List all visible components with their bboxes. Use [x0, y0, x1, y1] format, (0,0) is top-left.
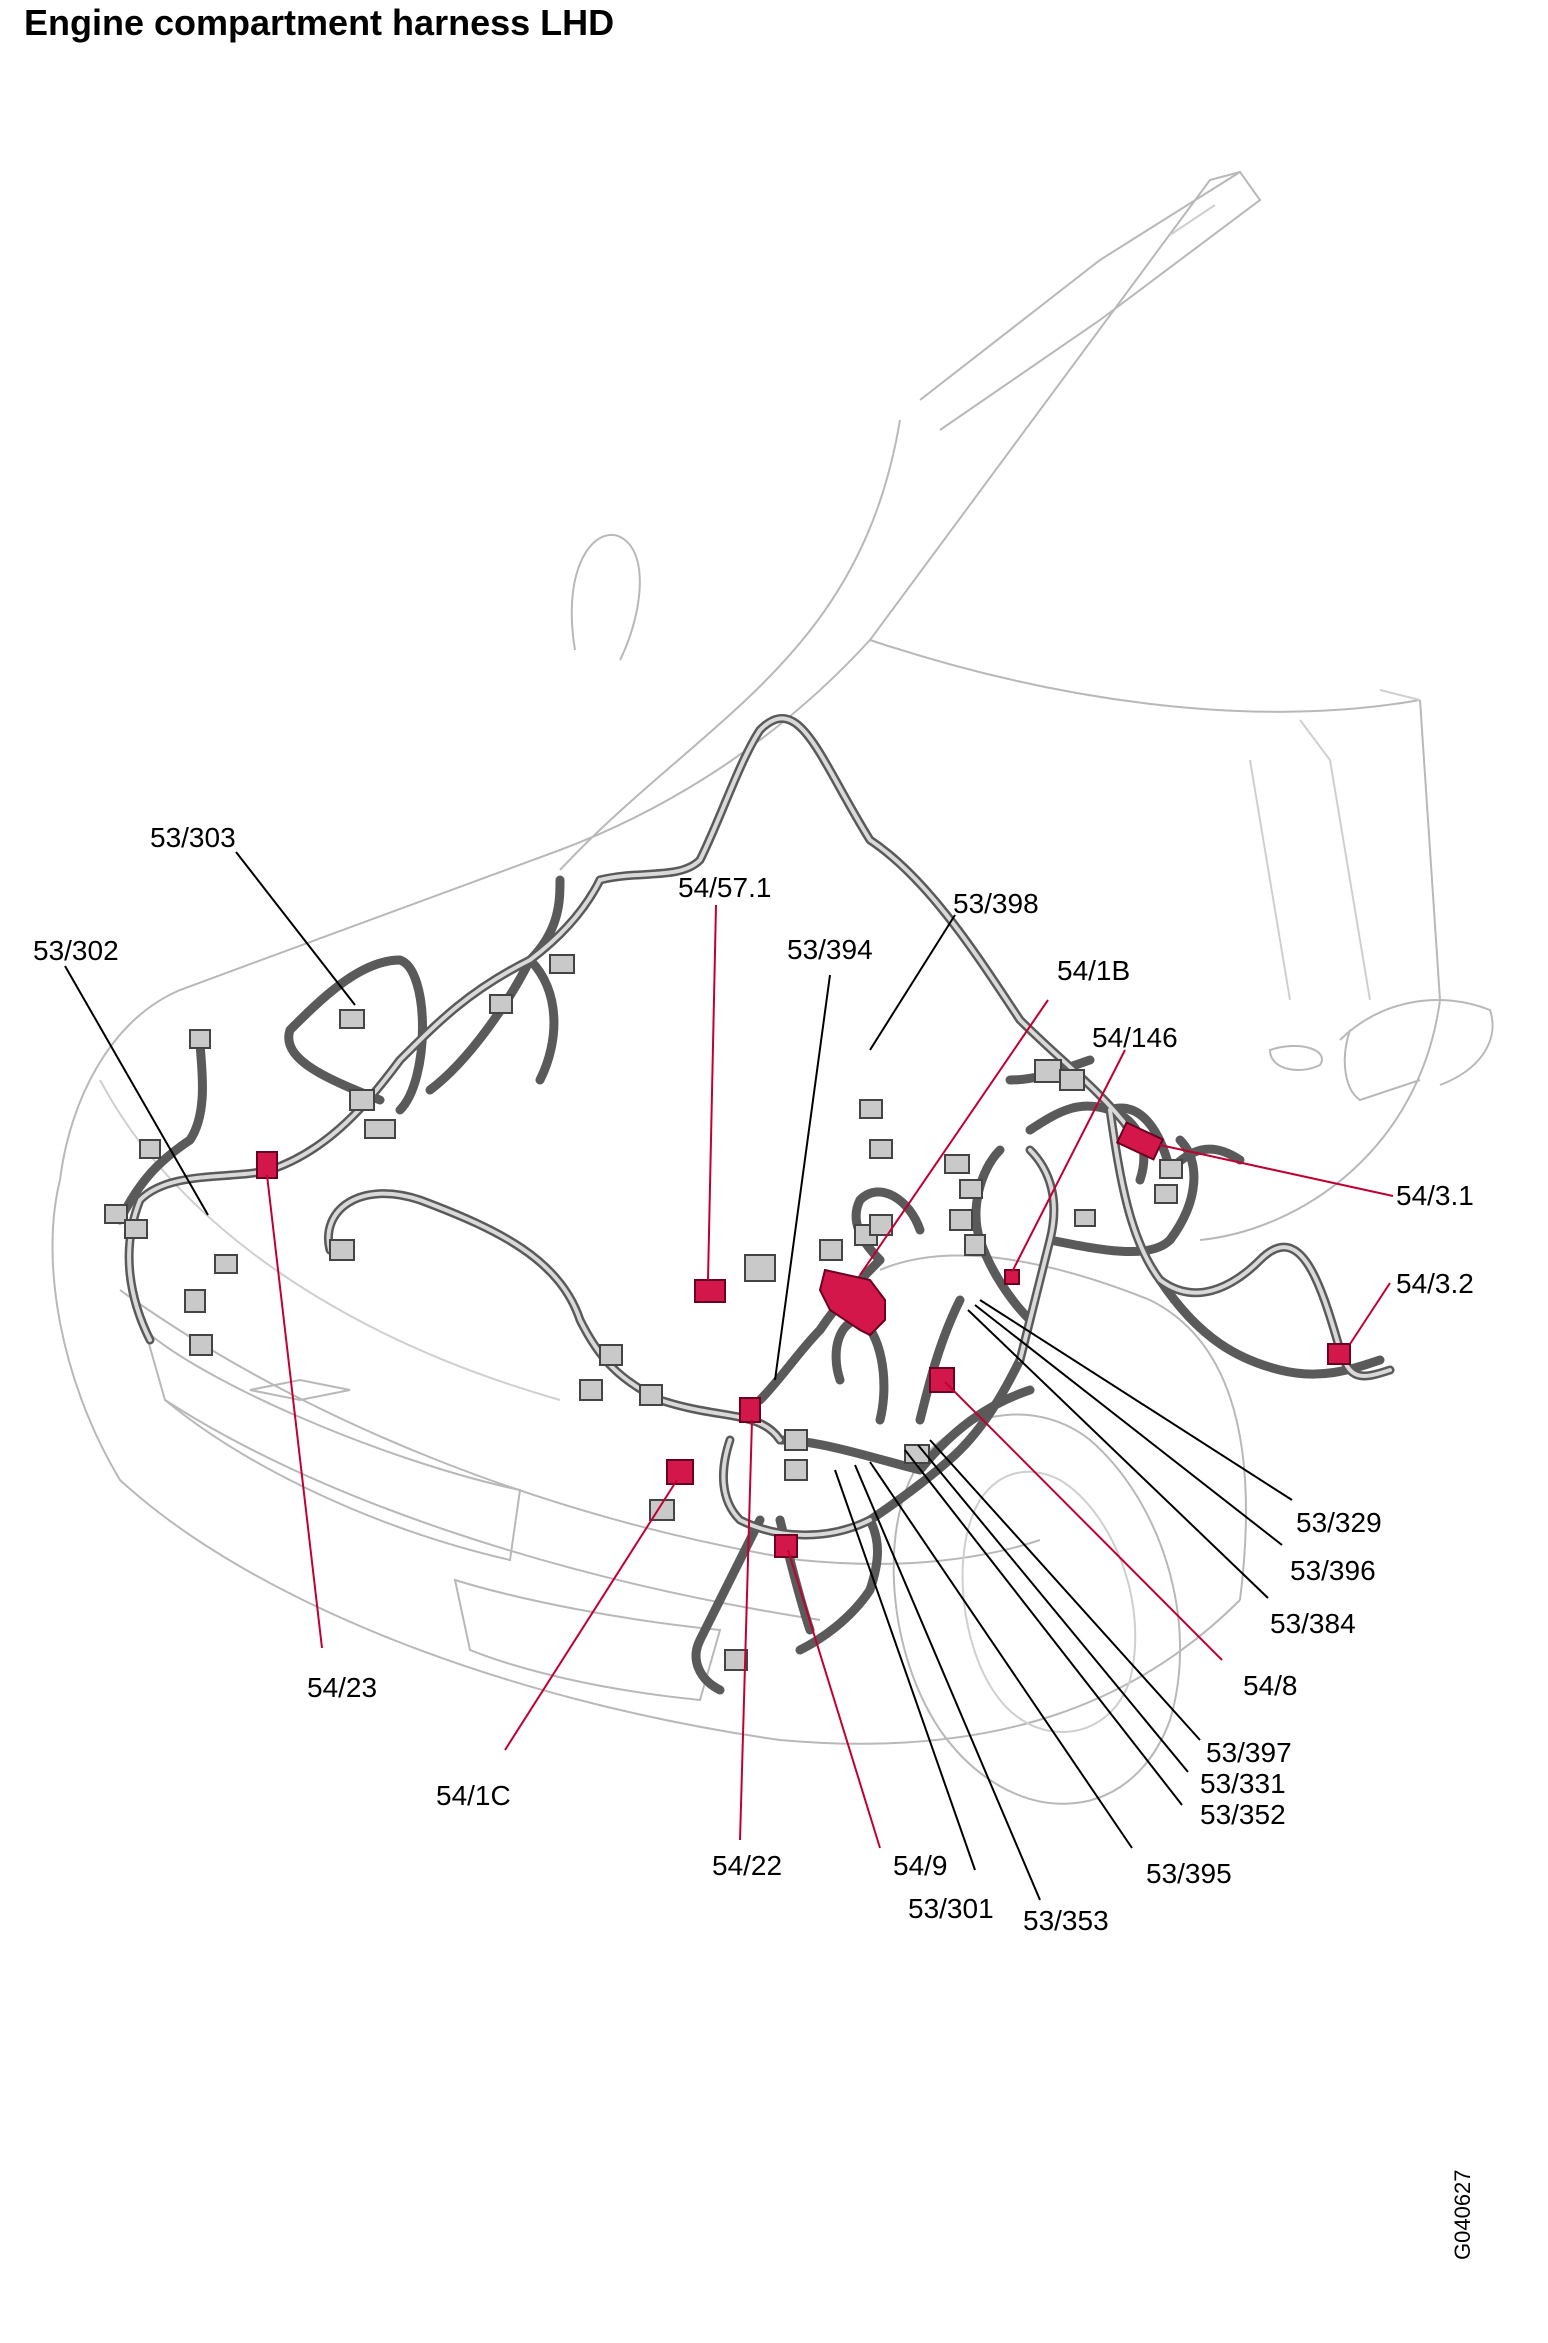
highlighted-connectors — [256, 1121, 1351, 1558]
connector-54-22 — [739, 1397, 761, 1423]
callout-53-397: 53/397 — [1206, 1737, 1292, 1768]
callout-53-396: 53/396 — [1290, 1555, 1376, 1586]
callout-53-352: 53/352 — [1200, 1799, 1286, 1830]
callout-54-8: 54/8 — [1243, 1670, 1298, 1701]
callout-54-3-2: 54/3.2 — [1396, 1268, 1474, 1299]
callout-54-23: 54/23 — [307, 1672, 378, 1703]
connector-54-1c — [666, 1459, 694, 1485]
callout-53-398: 53/398 — [953, 888, 1039, 919]
connector-54-23 — [256, 1151, 278, 1179]
leader-lines — [64, 851, 1394, 1901]
callout-53-329: 53/329 — [1296, 1507, 1382, 1538]
callout-54-1b: 54/1B — [1057, 955, 1131, 986]
diagram-title: Engine compartment harness LHD — [24, 2, 615, 43]
callout-54-9: 54/9 — [893, 1850, 948, 1881]
figure-code: G040627 — [1450, 2169, 1475, 2260]
callout-53-301: 53/301 — [908, 1893, 994, 1924]
callout-53-303: 53/303 — [150, 822, 236, 853]
callout-53-395: 53/395 — [1146, 1858, 1232, 1889]
connector-54-3-1 — [1115, 1121, 1165, 1161]
connector-54-1b — [818, 1268, 886, 1337]
connector-54-57-1 — [694, 1279, 726, 1303]
callout-54-1c: 54/1C — [436, 1780, 511, 1811]
callout-53-384: 53/384 — [1270, 1608, 1356, 1639]
callout-54-22: 54/22 — [712, 1850, 783, 1881]
callout-54-3-1: 54/3.1 — [1396, 1180, 1474, 1211]
connector-54-146 — [1004, 1269, 1020, 1285]
callout-54-146: 54/146 — [1092, 1022, 1178, 1053]
grey-connectors — [104, 954, 1183, 1671]
callout-54-57-1: 54/57.1 — [678, 872, 772, 903]
callout-53-353: 53/353 — [1023, 1905, 1109, 1936]
connector-54-3-2 — [1327, 1343, 1351, 1365]
callout-53-331: 53/331 — [1200, 1768, 1286, 1799]
car-outline — [51, 170, 1494, 1805]
callout-53-302: 53/302 — [33, 935, 119, 966]
callout-53-394: 53/394 — [787, 934, 873, 965]
connector-54-9 — [774, 1534, 798, 1558]
